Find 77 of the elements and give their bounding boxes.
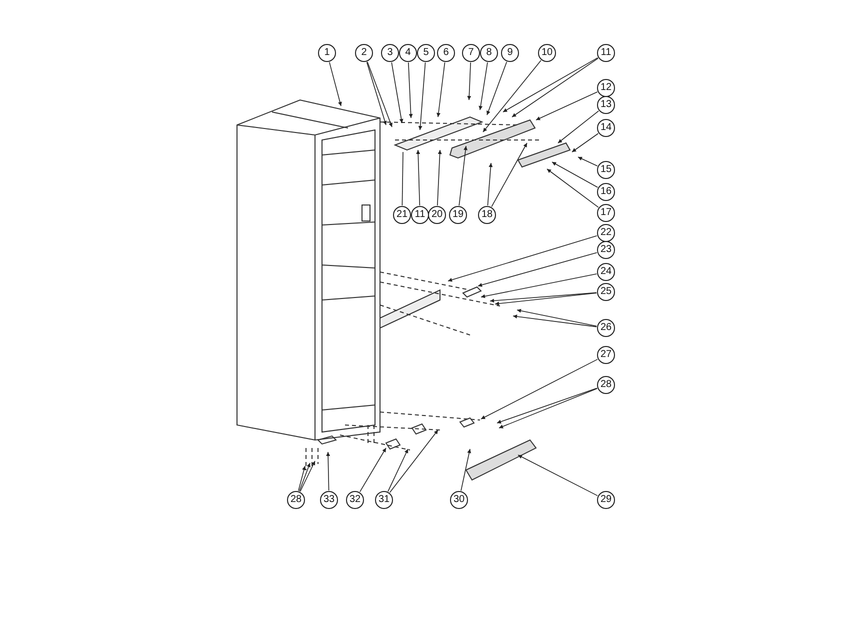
callout-number: 22	[597, 224, 615, 242]
leader-line	[487, 162, 493, 206]
callout-number: 8	[480, 44, 498, 62]
leader-line	[437, 150, 442, 206]
leader-line	[458, 146, 468, 206]
leader-line	[480, 274, 598, 298]
leader-line	[478, 252, 598, 287]
leader-line	[299, 462, 310, 492]
leader-line	[578, 156, 598, 166]
callout-number: 6	[437, 44, 455, 62]
leader-line	[512, 314, 597, 328]
callout-number: 20	[428, 206, 446, 224]
callout-number: 12	[597, 79, 615, 97]
leader-line	[300, 460, 316, 492]
callout-number: 28	[287, 491, 305, 509]
leader-line	[486, 62, 508, 116]
callout-number: 32	[346, 491, 364, 509]
callout-number: 26	[597, 319, 615, 337]
leader-line	[490, 292, 597, 303]
callout-number: 7	[462, 44, 480, 62]
callout-number: 27	[597, 346, 615, 364]
leader-line	[467, 62, 472, 100]
leader-line	[518, 454, 598, 496]
leader-line	[389, 430, 438, 493]
callout-number: 1	[318, 44, 336, 62]
callout-number: 28	[597, 376, 615, 394]
leader-line	[480, 358, 598, 420]
leader-line	[572, 133, 599, 152]
leader-line	[391, 62, 404, 124]
leader-line	[494, 292, 597, 306]
leader-line	[436, 62, 446, 118]
callout-number: 11	[411, 206, 429, 224]
callout-number: 25	[597, 283, 615, 301]
callout-number: 9	[501, 44, 519, 62]
leader-line	[360, 448, 386, 492]
leader-line	[478, 62, 488, 110]
leader-line	[416, 150, 420, 206]
leader-line	[512, 58, 598, 118]
leader-line	[536, 92, 598, 120]
leader-line	[326, 452, 330, 491]
leader-line	[552, 162, 598, 188]
leader-line	[329, 62, 342, 106]
callout-number: 17	[597, 204, 615, 222]
leader-line	[366, 62, 387, 126]
callout-number: 13	[597, 96, 615, 114]
callout-number: 24	[597, 263, 615, 281]
callout-number: 23	[597, 241, 615, 259]
callout-number: 11	[597, 44, 615, 62]
leader-line	[502, 57, 598, 112]
callout-number: 29	[597, 491, 615, 509]
callout-number: 19	[449, 206, 467, 224]
callout-number: 16	[597, 183, 615, 201]
leader-line	[516, 308, 598, 326]
leader-line	[408, 62, 413, 118]
callout-number: 5	[417, 44, 435, 62]
leader-line	[460, 448, 472, 492]
leader-line	[298, 466, 306, 492]
callout-number: 3	[381, 44, 399, 62]
callout-number: 4	[399, 44, 417, 62]
callout-number: 18	[478, 206, 496, 224]
callout-number: 10	[538, 44, 556, 62]
callout-number: 21	[393, 206, 411, 224]
leader-line	[402, 152, 404, 206]
leader-line	[546, 168, 599, 208]
leader-line	[482, 60, 542, 132]
leader-line	[448, 235, 598, 282]
callout-number: 2	[355, 44, 373, 62]
callout-number: 31	[375, 491, 393, 509]
leader-line	[367, 62, 392, 128]
leader-line	[558, 110, 599, 144]
leader-line	[388, 448, 408, 492]
callout-number: 15	[597, 161, 615, 179]
callout-number: 30	[450, 491, 468, 509]
callout-number: 14	[597, 119, 615, 137]
leader-line	[491, 142, 528, 208]
leader-line	[418, 62, 426, 130]
callout-number: 33	[320, 491, 338, 509]
